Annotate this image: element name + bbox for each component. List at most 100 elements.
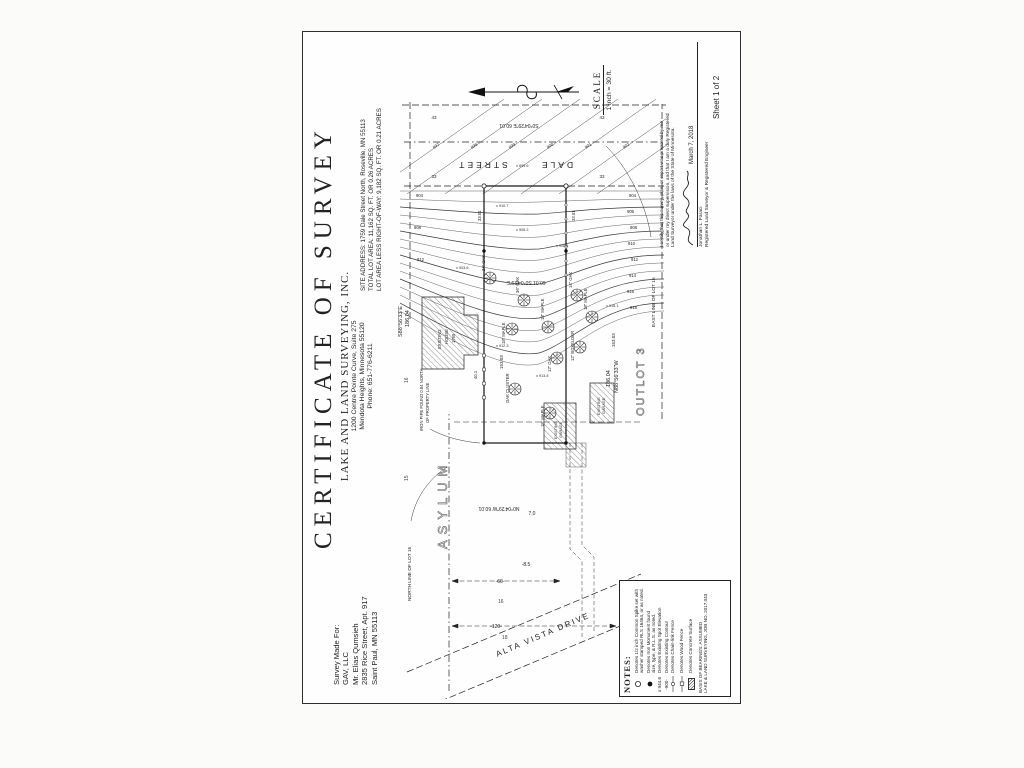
- dim-15303-a: 153.03: [499, 355, 504, 369]
- concrete-symbol: [687, 678, 695, 691]
- dim-70: 7.0: [529, 511, 536, 517]
- contour-label: 899: [508, 141, 517, 149]
- lot-number: 18: [502, 635, 508, 641]
- contour-label: 898: [470, 141, 479, 149]
- existing-garage-1: [543, 402, 577, 450]
- legend-text: Denotes Chain-link Fence: [670, 620, 676, 673]
- driveway-lines: [569, 443, 595, 637]
- legend-row: Denotes 1/2 inch Common Spike set with w…: [634, 584, 644, 693]
- spot-elevation: x 912.3: [496, 344, 508, 348]
- dale-street-label-1: DALE: [539, 160, 573, 170]
- dim-3301-n: 33.01: [477, 210, 482, 221]
- house-label-3: 1765: [451, 333, 456, 343]
- tree-label: 18" MAPLE: [540, 405, 545, 427]
- dim-60: -60-: [496, 579, 505, 585]
- legend-row: x 944.6 Denotes Existing Spot Elevation: [657, 584, 662, 693]
- client-name: GAV, LLC: [341, 652, 351, 685]
- dim-401: 40.1: [473, 370, 478, 379]
- client-street: 2835 Rice Street, Apt. 917: [360, 596, 370, 685]
- contour-label: 916: [627, 289, 635, 294]
- dim-85: -8.5: [522, 562, 531, 568]
- alta-vista-drive-label: ALTA VISTA DRIVE: [495, 611, 592, 659]
- west-lot-bearing: N0°04'29"W 60.01: [478, 505, 519, 511]
- client-contact: Mr. Elias Qumsieh: [350, 623, 360, 685]
- spot-elevation: x 913.8: [536, 374, 548, 378]
- contour-label: 902: [622, 141, 631, 149]
- surveyor-title: Registered Land Surveyor & Registered En…: [704, 141, 710, 247]
- contour-symbol: -900-: [663, 679, 669, 690]
- survey-sheet: DALE STREET ALTA VISTA DRIVE ASYLUM OUTL…: [302, 31, 741, 704]
- dim-120: -120-: [490, 624, 502, 630]
- lot-number: 16: [404, 377, 410, 383]
- survey-map: DALE STREET ALTA VISTA DRIVE ASYLUM OUTL…: [398, 84, 666, 699]
- job-number: LAKE & LAND SURVEYING, JOB NO. 2017.043: [703, 593, 709, 693]
- spot-elevation: x 910.7: [496, 204, 508, 208]
- contour-label: 918: [630, 305, 638, 310]
- existing-house: [421, 296, 479, 370]
- spot-elevation: x 915.1: [606, 304, 618, 308]
- notes-heading: NOTES:: [622, 655, 632, 693]
- garage1-label-2: GARAGE: [559, 421, 563, 438]
- spot-elevation: x 905.2: [516, 228, 528, 232]
- certification-block: I certify that this survey, plan, or rep…: [660, 42, 710, 247]
- lot-number: 15: [404, 475, 410, 481]
- tree-label: 36" OAK: [515, 277, 520, 293]
- garage2-label-1: EXISTING: [597, 397, 601, 415]
- site-total-area: TOTAL LOT AREA: 11,162 SQ. FT. OR 0.26 A…: [367, 147, 375, 291]
- rotated-drawing: DALE STREET ALTA VISTA DRIVE ASYLUM OUTL…: [304, 33, 737, 699]
- wood-fence-symbol: [679, 676, 686, 693]
- legend-text: Denotes Wood Fence: [678, 628, 684, 673]
- contour-label: 914: [629, 273, 637, 278]
- cert-date: March 7, 2018: [689, 125, 696, 164]
- garage1-label-1: EXISTING: [554, 421, 558, 439]
- plat-lines: [402, 99, 666, 699]
- iron-pipe-note-1: IRON PIPE FOUND 0.84 NORTH: [419, 368, 424, 431]
- asylum-plat-label: ASYLUM: [435, 460, 450, 549]
- contour-label: 906: [627, 209, 635, 214]
- house-label-1: EXISTING: [437, 329, 442, 349]
- contour-label: 912: [417, 257, 425, 262]
- legend-row: -900- Denotes Existing Contour: [664, 584, 669, 693]
- row-43-b: 43: [599, 115, 605, 120]
- legend-row: Denotes Chain-link Fence: [670, 584, 677, 693]
- contour-label: 897: [432, 141, 441, 149]
- row-33-b: 33: [599, 174, 605, 179]
- legend-text: Denotes Existing Contour: [663, 620, 669, 673]
- contour-label: 908: [414, 225, 422, 230]
- chain-link-fence-symbol: [670, 676, 677, 693]
- contour-label: 910: [628, 241, 636, 246]
- spot-elevation-symbol: x 944.6: [657, 676, 663, 693]
- legend-row: Denotes Wood Fence: [679, 584, 686, 693]
- spot-elevation: x 899.6: [516, 164, 528, 168]
- dale-street-label-2: STREET: [456, 160, 508, 170]
- garage2-label-2: GARAGE: [602, 397, 606, 414]
- contour-label: 901: [584, 141, 593, 149]
- tree-label: 24" OAK: [481, 255, 486, 271]
- monument-symbol: [646, 676, 656, 693]
- site-net-area: LOT AREA LESS RIGHT-OF-WAY: 9,182 SQ. FT…: [375, 108, 383, 291]
- spot-elevation: x 903.6: [456, 266, 468, 270]
- notes-legend: NOTES: Denotes 1/2 inch Common Spike set…: [619, 580, 731, 697]
- legend-text: Denotes Concrete Surface: [687, 618, 693, 673]
- client-heading: Survey Made For:: [332, 624, 341, 685]
- dim-3301-s: 33.01: [571, 210, 576, 221]
- existing-garage-2: [589, 382, 615, 424]
- legend-text: washer stamped RLS 16464, or as noted.: [639, 588, 644, 673]
- cert-line-3: Land Surveyor under the laws of the Stat…: [671, 127, 677, 247]
- row-33-a: 33: [431, 174, 437, 179]
- page-title: CERTIFICATE OF SURVEY: [310, 125, 337, 549]
- spike-symbol: [634, 676, 644, 693]
- north-arrow: [468, 84, 579, 100]
- south-distance: 186.04: [606, 370, 612, 387]
- site-info-block: SITE ADDRESS: 1759 Dale Street North, Ro…: [360, 108, 383, 291]
- dim-15303-b: 153.03: [611, 333, 616, 347]
- scale-value: 1 inch = 30 ft.: [606, 69, 613, 111]
- contour-label: 904: [629, 193, 637, 198]
- east-lot-bearing: 60.01 S0°04'29"E: [506, 279, 546, 285]
- east-line-label: EAST LINE OF LOT 16: [651, 277, 657, 327]
- contour-label: 912: [631, 257, 639, 262]
- tree-label: 18" MAPLE: [583, 288, 588, 310]
- outlot-label: OUTLOT 3: [635, 346, 647, 416]
- north-bearing: S88°56'33"E: [398, 306, 404, 337]
- contour-label: 900: [546, 141, 555, 149]
